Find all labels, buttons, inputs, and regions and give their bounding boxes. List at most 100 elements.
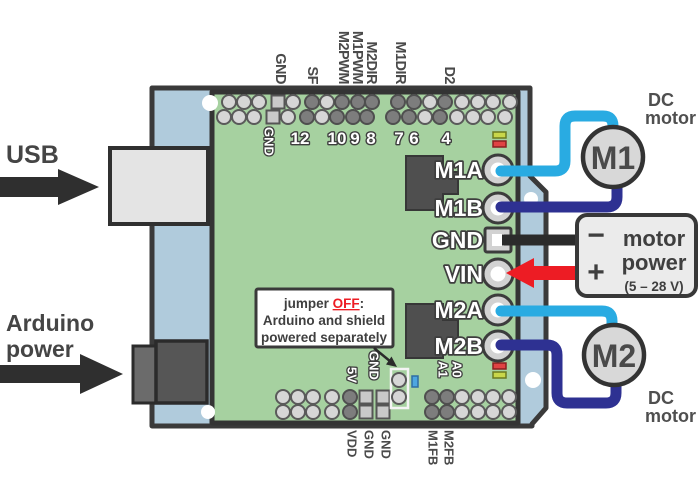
header-pad: [470, 94, 486, 110]
header-pad: [324, 389, 340, 405]
motor-power-line1: motor: [623, 226, 686, 251]
header-pad: [358, 404, 374, 420]
silk-a0: A0: [450, 361, 465, 378]
callout-line1-post: :: [360, 296, 365, 311]
header-pad: [305, 404, 321, 420]
label-m1dir: M1DIR: [392, 41, 408, 85]
header-pad: [470, 389, 486, 405]
arduino-power-label-2: power: [6, 336, 74, 362]
header-pad: [305, 389, 321, 405]
header-pad: [401, 109, 417, 125]
header-pad: [501, 389, 517, 405]
label-sf: SF: [304, 66, 320, 84]
header-pad: [480, 109, 496, 125]
header-pad: [390, 94, 406, 110]
label-m2fb: M2FB: [442, 430, 457, 465]
header-pad: [275, 404, 291, 420]
label-vdd: VDD: [345, 430, 360, 457]
header-pad: [285, 94, 301, 110]
label-m2pwm: M2PWM: [335, 31, 351, 85]
motor-label: motor: [645, 108, 696, 128]
usb-arrow: [0, 169, 99, 205]
header-pad: [304, 94, 320, 110]
header-pad: [324, 404, 340, 420]
label-m2a: M2A: [434, 297, 483, 323]
wire-m1a-cyan: [495, 110, 619, 177]
plus-terminal: +: [587, 256, 605, 289]
motor-shield-board: [209, 89, 521, 426]
motor-m2: M2: [581, 322, 647, 388]
pin-4: 4: [441, 129, 451, 148]
digital-pin-numbers: 12 10 9 8 7 6 4: [289, 128, 453, 150]
header-pad: [454, 404, 470, 420]
pin-7: 7: [394, 129, 403, 148]
pin-10: 10: [328, 129, 347, 148]
header-pad: [375, 389, 391, 405]
header-pad: [342, 389, 358, 405]
dc-label: DC: [648, 90, 674, 110]
wire-m2a-cyan: [495, 305, 618, 334]
svg-text:jumper OFF:: jumper OFF:: [283, 296, 364, 311]
label-m1a: M1A: [434, 157, 483, 183]
motor-wires: [495, 110, 623, 409]
label-gnd: GND: [432, 227, 483, 253]
callout-line2: Arduino and shield: [263, 313, 385, 328]
header-pad: [465, 109, 481, 125]
header-pad: [417, 109, 433, 125]
callout-arrowhead: [386, 356, 397, 367]
header-pad: [385, 109, 401, 125]
usb-label: USB: [6, 141, 59, 169]
power-jack: [131, 339, 209, 405]
terminal-labels: M1A M1B GND VIN M2A M2B: [430, 155, 485, 360]
header-pad: [375, 404, 391, 420]
silk-a1: A1: [436, 361, 451, 378]
callout-line3: powered separately: [261, 330, 388, 345]
label-d2: D2: [441, 66, 457, 84]
motor-m1-label: M1: [591, 140, 635, 176]
header-pad: [251, 94, 267, 110]
smd-component: [411, 375, 419, 388]
header-pad: [221, 94, 237, 110]
header-pad: [290, 389, 306, 405]
label-m1pwm: M1PWM: [349, 31, 365, 85]
label-top-gnd: GND: [272, 53, 288, 84]
bottom-right-pin-header: [424, 389, 517, 420]
pin-12: 12: [291, 129, 310, 148]
silk-gnd-bottom: GND: [367, 351, 382, 380]
jumper-callout: jumper OFF: Arduino and shield powered s…: [254, 287, 397, 367]
header-pad: [485, 94, 501, 110]
header-pad: [422, 94, 438, 110]
pin-9: 9: [350, 129, 359, 148]
header-pad: [342, 404, 358, 420]
motor-power-supply: − + motor power (5 – 28 V): [575, 213, 698, 298]
callout-line1-off: OFF: [333, 296, 360, 311]
header-pad: [275, 389, 291, 405]
header-pad: [502, 94, 518, 110]
header-pad: [345, 109, 361, 125]
header-pad: [246, 109, 262, 125]
bottom-silk-labels: VDD GND GND M1FB M2FB: [345, 430, 457, 465]
header-pad: [470, 404, 486, 420]
label-gnd-b1: GND: [362, 430, 377, 459]
header-pad: [364, 94, 380, 110]
motor-power-line2: power: [622, 250, 687, 275]
header-pad: [299, 109, 315, 125]
callout-line1-pre: jumper: [283, 296, 333, 311]
driver-chip-m2: [405, 303, 459, 359]
status-leds-m2: [492, 362, 507, 379]
motor-power-voltage: (5 – 28 V): [624, 279, 683, 294]
bottom-left-pin-header: [275, 389, 391, 420]
header-pad: [280, 109, 296, 125]
header-pad: [449, 109, 465, 125]
dc-motor-caption-top: DC motor: [645, 90, 696, 128]
motor-m2-label: M2: [592, 338, 636, 374]
dc-motor-caption-bottom: DC motor: [645, 388, 696, 426]
header-pad: [424, 389, 440, 405]
header-pad: [497, 109, 513, 125]
header-pad: [439, 389, 455, 405]
header-pad: [437, 94, 453, 110]
minus-terminal: −: [587, 219, 605, 252]
header-pad: [236, 94, 252, 110]
header-pad: [454, 94, 470, 110]
